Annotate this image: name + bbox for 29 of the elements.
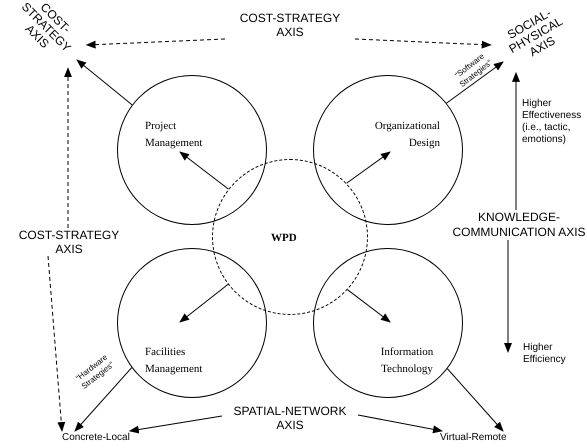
circle-label: WPD [271,231,297,246]
arrow [86,38,226,49]
axis-label: KNOWLEDGE- COMMUNICATION AXIS [452,210,586,240]
arrow [179,151,229,190]
arrow [346,151,391,184]
arrow [347,289,391,323]
arrow [128,416,222,434]
arrow [446,61,504,104]
arrow [179,284,229,323]
arrow [74,367,132,432]
axis-label: COST-STRATEGY AXIS [225,11,355,39]
arrow [512,72,520,210]
arrow [48,256,66,432]
axis-label: SPATIAL-NETWORK AXIS [222,404,358,432]
arrow [446,368,504,432]
pole-label: Virtual-Remote [440,431,507,445]
edge-label: Higher Efficiency [523,342,567,366]
axis-label: COST-STRATEGY AXIS [6,228,132,256]
pole-label: Concrete-Local [62,431,130,445]
circle-label: Information Technology [380,345,434,377]
arrow [64,67,72,228]
arrow [358,414,443,434]
edge-label: Higher Effectiveness (i.e., tactic, emotions) [522,98,582,146]
arrow [76,59,133,106]
circle-label: Facilities Management [145,345,204,377]
circle-label: Project Management [145,119,204,151]
circle-label: Organizational Design [374,119,440,151]
arrow [504,240,512,353]
arrow [354,38,492,49]
